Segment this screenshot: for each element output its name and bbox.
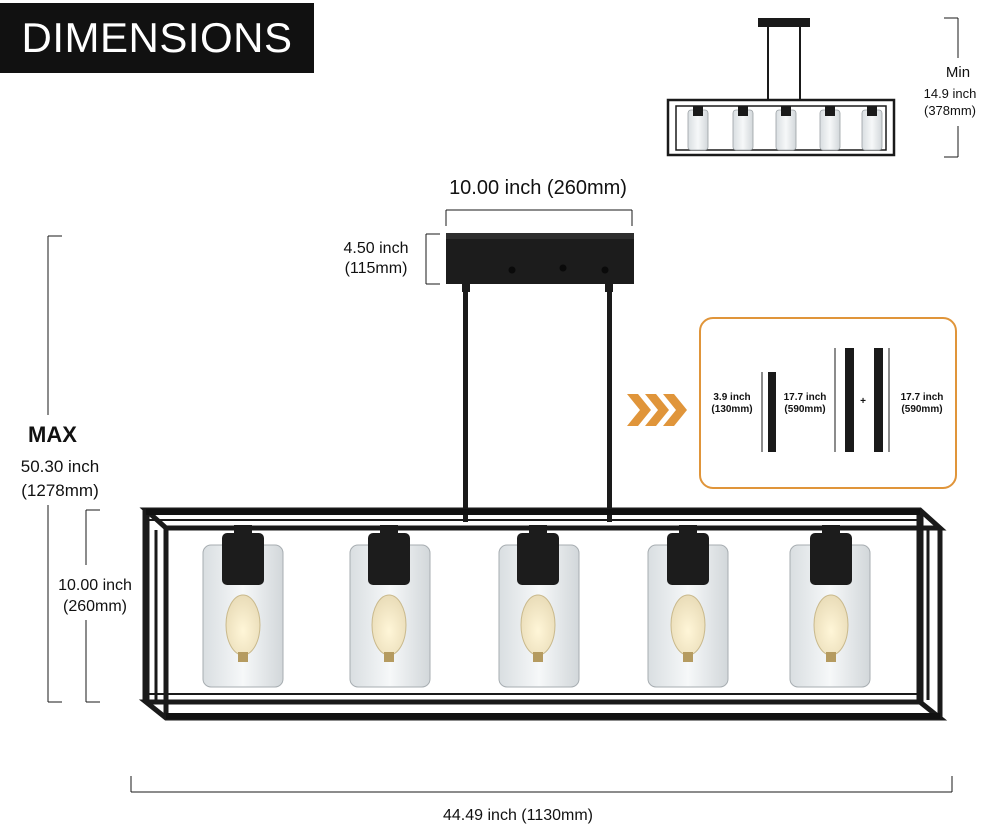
- rod-short-mm: (130mm): [711, 404, 753, 415]
- max-height-mm: (1278mm): [21, 481, 99, 500]
- canopy-height-mm: (115mm): [344, 260, 408, 277]
- dimensions-title-badge: DIMENSIONS: [0, 3, 314, 73]
- suspension-rod-right: [607, 290, 612, 522]
- max-label: MAX: [28, 422, 77, 447]
- frame-width-bracket: [130, 776, 953, 793]
- canopy-height-inch: 4.50 inch: [343, 240, 409, 257]
- shade-2: [349, 525, 431, 688]
- shade-1: [202, 525, 284, 688]
- suspension-rod-left: [463, 290, 468, 522]
- rod-short-inch: 3.9 inch: [713, 392, 751, 403]
- rod-long2-mm: (590mm): [901, 404, 943, 415]
- shade-3: [498, 525, 580, 688]
- frame-height-bracket: [85, 509, 100, 703]
- dimensions-title: DIMENSIONS: [21, 14, 293, 61]
- canopy-width-label: 10.00 inch (260mm): [449, 177, 627, 199]
- chevron-right-icon: [627, 394, 687, 426]
- canopy-width-bracket: [445, 209, 633, 226]
- canopy-height-bracket: [425, 233, 440, 285]
- min-height-mm: (378mm): [923, 103, 976, 118]
- rod-long1-mm: (590mm): [784, 404, 826, 415]
- frame-height-mm: (260mm): [62, 598, 127, 615]
- shade-4: [647, 525, 729, 688]
- canopy-plate: [446, 233, 634, 284]
- max-height-inch: 50.30 inch: [20, 457, 100, 476]
- min-height-bracket: [944, 17, 959, 158]
- min-height-inch: 14.9 inch: [923, 86, 977, 101]
- rod-long1-inch: 17.7 inch: [783, 392, 827, 403]
- rod-long2-inch: 17.7 inch: [900, 392, 944, 403]
- main-fixture: [138, 233, 948, 721]
- min-label: Min: [945, 64, 971, 81]
- shade-5: [789, 525, 871, 688]
- frame-height-inch: 10.00 inch: [58, 577, 132, 594]
- rod-plus-sign: +: [860, 396, 866, 407]
- max-height-bracket: [47, 235, 62, 703]
- rods-illustration: [761, 348, 890, 452]
- rod-options-panel: [699, 317, 957, 489]
- frame-width-label: 44.49 inch (1130mm): [443, 807, 593, 824]
- min-preview-fixture: [666, 18, 896, 157]
